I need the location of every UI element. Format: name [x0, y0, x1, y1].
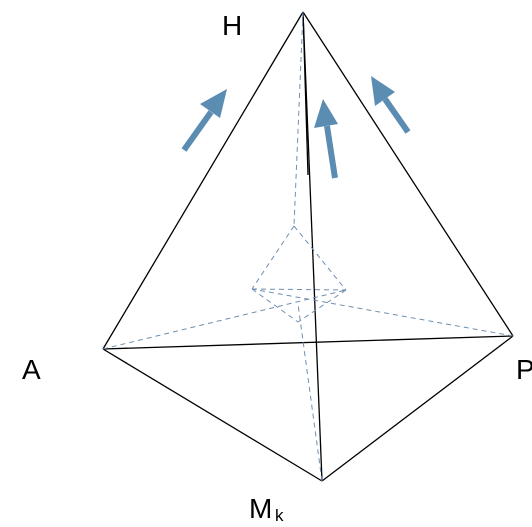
dashed-inner-tr [293, 225, 347, 291]
edge-A-P [102, 335, 514, 350]
edge-A-Mk [102, 348, 323, 482]
dashed-P-left [251, 288, 514, 337]
vertex-label-P: P [516, 354, 532, 385]
dashed-top-vertical [293, 11, 304, 227]
edge-H-inner [302, 11, 309, 176]
arrows [181, 76, 411, 179]
dashed-inner-mid [251, 288, 347, 291]
vertex-label-A: A [22, 354, 41, 385]
hidden-edges [102, 11, 514, 482]
right-arrow [371, 76, 411, 134]
visible-edges [102, 11, 514, 482]
edge-H-A [102, 11, 304, 350]
dashed-Mk-center [297, 303, 323, 482]
dashed-A-P-center [102, 289, 347, 350]
dashed-inner-br [297, 289, 347, 323]
edge-H-Mk [302, 11, 323, 482]
dashed-inner-bl [251, 288, 299, 323]
center-arrow [314, 99, 338, 179]
left-arrow [181, 89, 227, 152]
vertex-label-M: M [249, 493, 272, 524]
edge-H-P [302, 11, 514, 337]
edge-P-Mk [321, 335, 514, 482]
vertex-label-subscript-k: k [275, 506, 284, 525]
dashed-inner-tl [251, 225, 295, 290]
vertex-label-H: H [222, 10, 242, 41]
